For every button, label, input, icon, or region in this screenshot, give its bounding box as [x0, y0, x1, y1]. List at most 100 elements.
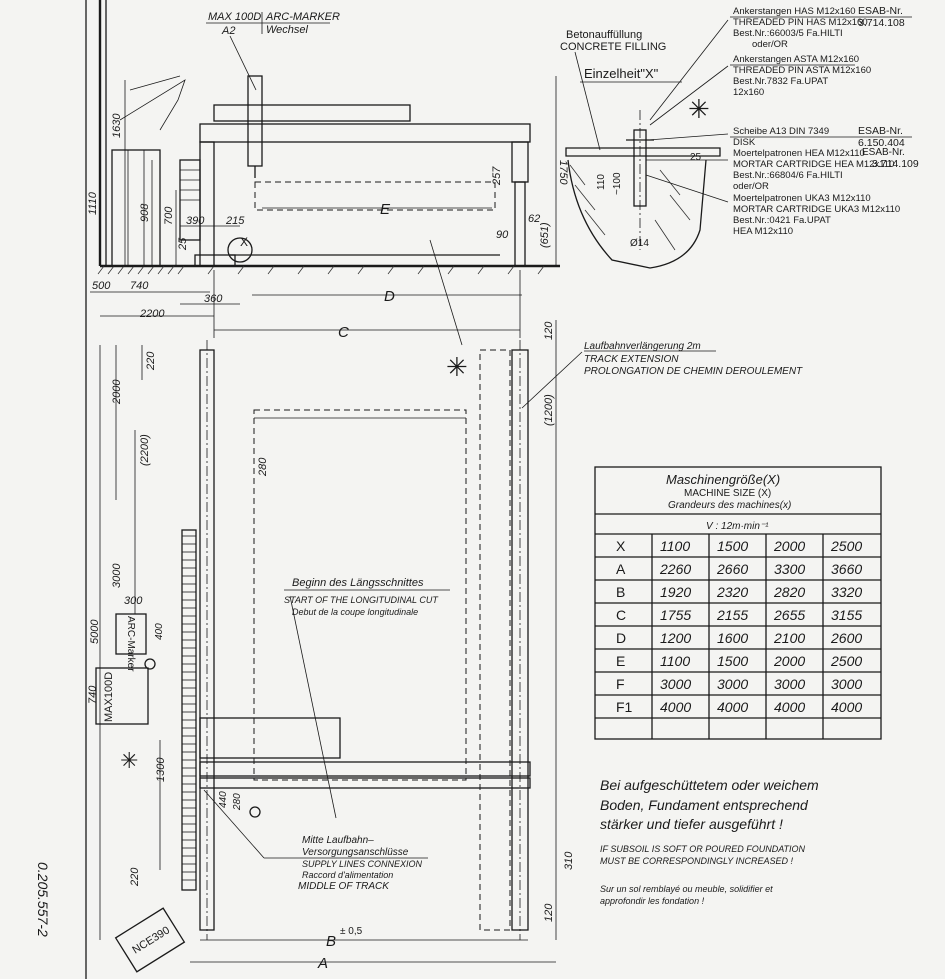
svg-text:A: A — [317, 955, 328, 972]
svg-text:1300: 1300 — [155, 757, 167, 782]
svg-text:Ø14: Ø14 — [630, 238, 649, 249]
svg-text:62: 62 — [528, 213, 540, 225]
table-title-de: Maschinengröße(X) — [666, 472, 780, 487]
gantry-leg-left — [199, 141, 215, 267]
max-box: MAX100D — [103, 672, 115, 722]
doc-number: 0.205.557-2 — [35, 862, 51, 937]
table-cell: 4000 — [774, 699, 805, 715]
anchor-note-line: Best.Nr.:66003/5 Fa.HILTI — [733, 28, 843, 39]
table-row-label: B — [616, 584, 625, 600]
svg-text:1750: 1750 — [557, 160, 569, 185]
track-extension-fr: PROLONGATION DE CHEMIN DEROULEMENT — [584, 366, 803, 377]
svg-text:257: 257 — [491, 166, 503, 186]
svg-text:90: 90 — [496, 229, 509, 241]
anchor-note-line: THREADED PIN HAS M12x160 — [733, 17, 868, 28]
svg-text:25: 25 — [177, 237, 189, 251]
svg-text:740: 740 — [87, 685, 99, 704]
table-cell: 2600 — [830, 630, 862, 646]
table-cell: 2320 — [716, 584, 748, 600]
table-cell: 1500 — [717, 538, 748, 554]
svg-text:280: 280 — [232, 793, 243, 811]
anchor-note-line: oder/OR — [733, 181, 769, 192]
supply-en: SUPPLY LINES CONNEXION — [302, 859, 423, 869]
svg-text:D: D — [384, 288, 395, 305]
anchor-note-line: MORTAR CARTRIDGE UKA3 M12x110 — [733, 204, 900, 215]
svg-text:C: C — [338, 324, 349, 341]
svg-text:215: 215 — [225, 215, 245, 227]
svg-text:(2200): (2200) — [139, 434, 151, 466]
svg-text:2200: 2200 — [139, 308, 165, 320]
svg-text:NCE390: NCE390 — [130, 924, 172, 956]
machine-size-table: Maschinengröße(X) MACHINE SIZE (X) Grand… — [594, 466, 882, 740]
table-cell: 2500 — [830, 538, 862, 554]
concrete-slab — [565, 147, 721, 157]
svg-text:X: X — [240, 235, 248, 249]
gantry-beam — [199, 123, 531, 143]
esab-number: 3.714.108 — [858, 17, 905, 29]
detail-x: Betonauffüllung CONCRETE FILLING Einzelh… — [560, 5, 919, 269]
supply-fr: Raccord d'alimentation — [302, 870, 393, 880]
table-row-label: D — [616, 630, 626, 646]
anchor-note-line: Best.Nr.7832 Fa.UPAT — [733, 76, 828, 87]
esab-number: 3.714.109 — [872, 158, 919, 170]
anchor-note-line: Scheibe A13 DIN 7349 — [733, 126, 829, 137]
foundation-outline — [567, 159, 707, 269]
table-cell: 3000 — [717, 676, 748, 692]
svg-text:908: 908 — [139, 203, 151, 222]
esab-label: ESAB-Nr. — [862, 147, 905, 158]
svg-text:390: 390 — [186, 215, 205, 227]
table-cell: 4000 — [717, 699, 748, 715]
table-cell: 4000 — [831, 699, 862, 715]
table-cell: 2000 — [773, 653, 805, 669]
asterisk-marker: ✳ — [688, 94, 710, 124]
svg-text:700: 700 — [163, 206, 175, 225]
table-row-label: F1 — [616, 699, 633, 715]
concrete-filling-en: CONCRETE FILLING — [560, 41, 666, 53]
svg-text:120: 120 — [543, 903, 555, 922]
anchor-note-line: Best.Nr.:0421 Fa.UPAT — [733, 215, 831, 226]
asterisk-marker-plan: ✳ — [120, 748, 138, 773]
svg-text:(1200): (1200) — [543, 394, 555, 426]
svg-text:500: 500 — [92, 280, 111, 292]
anchor-note-line: Ankerstangen ASTA M12x160 — [733, 54, 859, 65]
svg-text:300: 300 — [124, 595, 143, 607]
anchor-note-line: THREADED PIN ASTA M12x160 — [733, 65, 871, 76]
table-title-fr: Grandeurs des machines(x) — [668, 500, 791, 511]
svg-text:~100: ~100 — [612, 172, 623, 195]
wechsel-label: Wechsel — [266, 24, 309, 36]
table-cell: 1200 — [660, 630, 691, 646]
table-cell: 3660 — [831, 561, 862, 577]
note-de-2: Boden, Fundament entsprechend — [600, 797, 809, 813]
svg-text:220: 220 — [129, 867, 141, 887]
svg-text:310: 310 — [563, 851, 575, 870]
supply-de-2: Versorgungsanschlüsse — [302, 847, 409, 858]
table-cell: 4000 — [660, 699, 691, 715]
table-cell: 1100 — [660, 653, 690, 669]
asterisk-marker-top: ✳ — [446, 352, 468, 382]
supply-en-2: MIDDLE OF TRACK — [298, 881, 390, 892]
table-title-en: MACHINE SIZE (X) — [684, 488, 771, 499]
side-view: MAX 100D A2 ARC-MARKER Wechsel 1630 1110… — [87, 0, 569, 346]
ground-hatch — [97, 265, 545, 275]
table-row-label: X — [616, 538, 626, 554]
note-fr-1: Sur un sol remblayé ou meuble, solidifie… — [600, 884, 773, 894]
svg-text:25: 25 — [690, 152, 702, 163]
table-cell: 3320 — [831, 584, 862, 600]
long-cut-en: START OF THE LONGITUDINAL CUT — [284, 595, 439, 605]
table-row-label: E — [616, 653, 625, 669]
table-cell: 3300 — [774, 561, 805, 577]
table-cell: 1600 — [717, 630, 748, 646]
anchor-note-line: Ankerstangen HAS M12x160 — [733, 6, 856, 17]
cutting-table — [254, 181, 496, 211]
svg-text:(651): (651) — [539, 222, 551, 248]
anchor-note-line: Best.Nr.:66804/6 Fa.HILTI — [733, 170, 843, 181]
table-cell: 2260 — [659, 561, 691, 577]
table-row-label: C — [616, 607, 626, 623]
table-cell: 1920 — [660, 584, 691, 600]
max-label: MAX 100D — [208, 11, 261, 23]
foundation-note: Bei aufgeschüttetem oder weichem Boden, … — [600, 777, 819, 906]
svg-text:1630: 1630 — [111, 113, 123, 138]
esab-label: ESAB-Nr. — [858, 125, 903, 137]
